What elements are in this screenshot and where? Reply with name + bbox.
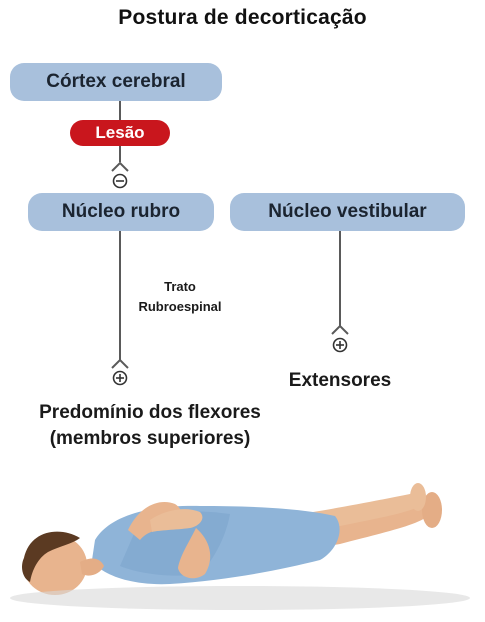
node-nucleo-vestibular: Núcleo vestibular [230,193,465,231]
excitatory-synapse-flexors [111,358,129,386]
excitatory-synapse-extensors [331,324,349,353]
connector-lines [111,101,349,386]
node-nucleo-rubro: Núcleo rubro [28,193,214,231]
outcome-flexors-line2: (membros superiores) [49,428,251,449]
outcome-flexors: Predomínio dos flexores (membros superio… [0,400,300,452]
node-cortex-cerebral: Córtex cerebral [10,63,222,101]
patient-illustration [10,483,470,610]
outcome-flexors-line1: Predomínio dos flexores [39,402,261,423]
inhibitory-synapse-rubro [111,161,129,189]
diagram-title: Postura de decorticação [118,6,367,29]
outcome-extensors: Extensores [288,370,392,391]
tract-label-line1: Trato [164,279,196,294]
tract-label-line2: Rubroespinal [138,299,222,314]
tract-label: Trato Rubroespinal [124,277,236,317]
patient-figure [10,483,470,610]
node-lesion: Lesão [70,120,170,146]
